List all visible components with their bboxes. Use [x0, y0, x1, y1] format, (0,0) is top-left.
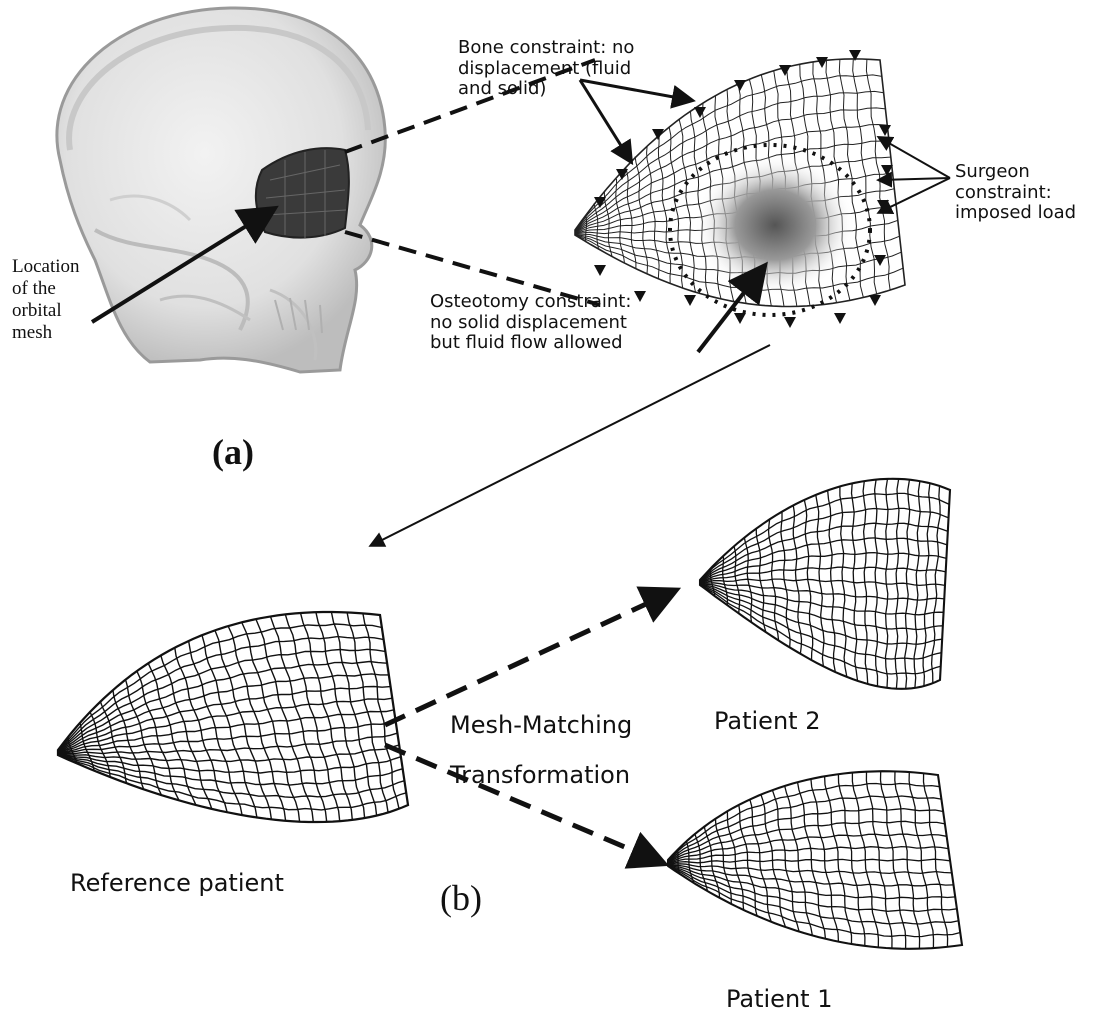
transform-label-line: Transformation — [450, 750, 632, 800]
location-label-line: of the — [12, 278, 80, 300]
panel-a-label: (a) — [212, 432, 254, 473]
patient2-label: Patient 2 — [714, 708, 820, 736]
bone-constraint-line: and solid) — [458, 79, 634, 100]
mesh-to-reference-arrow — [372, 345, 770, 545]
patient1-label: Patient 1 — [726, 986, 832, 1014]
surgeon-constraint-line: constraint: — [955, 183, 1076, 204]
transform-label-line: Mesh-Matching — [450, 700, 632, 750]
reference-patient-mesh — [58, 612, 408, 822]
bone-constraint-line: displacement (fluid — [458, 59, 634, 80]
skull-illustration — [57, 8, 385, 372]
surgeon-constraint-label: Surgeon constraint: imposed load — [955, 162, 1076, 224]
osteotomy-constraint-label: Osteotomy constraint: no solid displacem… — [430, 292, 631, 354]
location-label-line: orbital — [12, 300, 80, 322]
patient2-mesh — [700, 479, 950, 689]
bone-constraint-line: Bone constraint: no — [458, 38, 634, 59]
osteotomy-constraint-line: no solid displacement — [430, 313, 631, 334]
panel-b-label: (b) — [440, 878, 482, 919]
location-label-line: Location — [12, 256, 80, 278]
location-label: Location of the orbital mesh — [12, 256, 80, 343]
surgeon-constraint-line: Surgeon — [955, 162, 1076, 183]
reference-patient-label: Reference patient — [70, 870, 284, 898]
transform-label: Mesh-Matching Transformation — [450, 700, 632, 800]
location-label-line: mesh — [12, 322, 80, 344]
bone-constraint-label: Bone constraint: no displacement (fluid … — [458, 38, 634, 100]
osteotomy-constraint-line: but fluid flow allowed — [430, 333, 631, 354]
osteotomy-constraint-line: Osteotomy constraint: — [430, 292, 631, 313]
patient1-mesh — [668, 771, 962, 949]
surgeon-constraint-line: imposed load — [955, 203, 1076, 224]
